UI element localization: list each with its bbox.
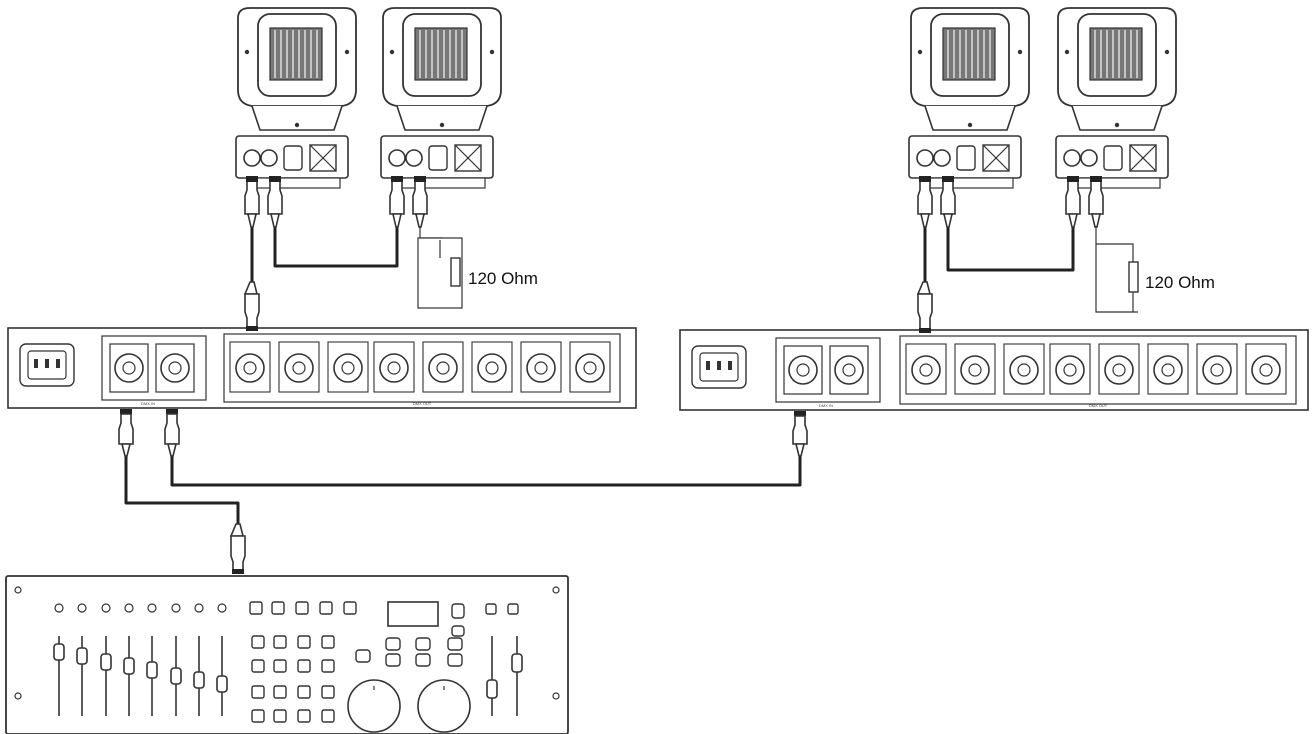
fader [193,603,205,716]
xlr-plug [940,176,956,228]
fader [170,603,182,716]
dmx-out-port [1147,343,1189,395]
power-inlet-icon [691,345,747,389]
dmx-in-port [783,345,823,395]
xlr-plug [1088,176,1104,228]
xlr-plug [243,281,260,331]
xlr-plug [267,176,283,228]
moving-head-4 [1055,7,1177,189]
terminator-label: 120 Ohm [468,269,538,288]
xlr-plug [792,411,808,457]
resistor-icon [450,257,461,287]
xlr-plug [118,409,134,457]
xlr-plug [229,523,246,574]
jog-wheel-left [347,679,401,733]
terminator-right: 120 Ohm [1095,226,1215,313]
moving-head-2 [380,7,502,189]
fader [76,603,88,716]
dmx-out-ports [229,341,611,393]
lcd-display [387,601,439,627]
dmx-out-port [1098,343,1140,395]
dmx-out-port [1049,343,1091,395]
moving-head-3 [908,7,1030,189]
dmx-thru-port [155,343,195,393]
xlr-plug [244,176,260,228]
dmx-controller [5,575,569,734]
fader-bank [53,603,228,716]
dmx-thru-port [829,345,869,395]
dmx-out-port [1196,343,1238,395]
dmx-out-port [520,341,562,393]
fader [53,603,65,716]
dmx-in-port [109,343,149,393]
button-grid [249,601,519,723]
fader [216,603,228,716]
xlr-plug [412,176,428,228]
dmx-out-port [327,341,369,393]
xlr-plugs [118,176,1104,574]
terminator-left: 120 Ohm [417,226,538,309]
dmx-cables [124,222,1075,540]
dmx-in-label: DMX IN [819,403,833,408]
dmx-out-port [373,341,415,393]
resistor-icon [1128,261,1139,293]
dmx-out-port [471,341,513,393]
xlr-plug [917,176,933,228]
fader [123,603,135,716]
jog-wheel-right [417,679,471,733]
terminator-label: 120 Ohm [1145,273,1215,292]
dmx-out-port [954,343,996,395]
dmx-out-port [905,343,947,395]
dmx-out-port [569,341,611,393]
dmx-out-port [278,341,320,393]
dmx-out-port [422,341,464,393]
power-inlet-icon [19,343,75,387]
dmx-splitter-right: DMX IN DMX OUT [679,329,1309,411]
fader [100,603,112,716]
dmx-splitter-left: DMX IN DMX OUT [7,327,637,409]
dmx-out-port [1245,343,1287,395]
dmx-out-ports [905,343,1287,395]
dmx-out-label: DMX OUT [413,401,432,406]
cable-thru-to-splitter-right [170,440,802,487]
moving-head-1 [235,7,357,189]
xlr-plug [164,409,180,457]
fader [146,603,158,716]
dmx-out-label: DMX OUT [1089,403,1108,408]
dmx-out-port [1003,343,1045,395]
xlr-plug [916,281,933,333]
master-faders [486,636,523,716]
cable-head3-to-head4 [946,222,1075,272]
xlr-plug [1065,176,1081,228]
cable-controller-to-splitter-left [124,440,240,540]
dmx-in-label: DMX IN [141,401,155,406]
dmx-out-port [229,341,271,393]
cable-head1-to-head2 [273,222,399,268]
xlr-plug [389,176,405,228]
